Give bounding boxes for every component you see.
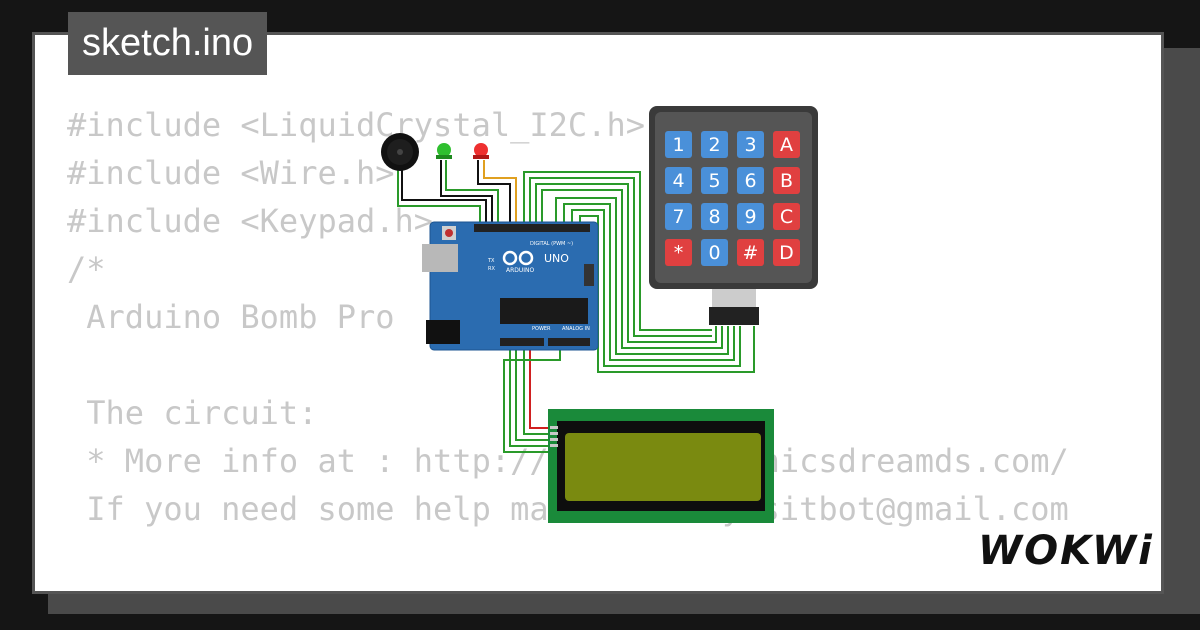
keypad-key[interactable]: * [665,239,692,266]
board-model: UNO [544,252,569,265]
keypad-key-label: 5 [708,170,720,192]
keypad-key[interactable]: 6 [737,167,764,194]
led-green[interactable] [436,143,452,159]
keypad-key-label: 3 [744,134,756,156]
analog-header [548,338,590,346]
keypad-key[interactable]: 1 [665,131,692,158]
wire-keypad-bus-2 [529,177,712,337]
wire-led-red-2 [483,160,517,225]
usb-port [422,244,458,272]
atmega-chip [500,298,588,324]
keypad-key[interactable]: 7 [665,203,692,230]
wire-lcd-1 [509,350,556,447]
keypad-key[interactable]: 9 [737,203,764,230]
code-editor: #include <LiquidCrystal_I2C.h> #include <… [67,101,1069,591]
keypad-key[interactable]: B [773,167,800,194]
keypad-key[interactable]: 0 [701,239,728,266]
wire-keypad-bus-1 [523,171,712,331]
code-line: #include <Wire.h> [67,154,395,192]
lcd-screen [565,433,761,501]
keypad-key-label: D [779,242,794,264]
wire-led-green-1 [440,160,493,225]
wire-led-red-1 [477,160,511,225]
lcd-pins [550,426,558,447]
wire-led-green-2 [445,160,499,225]
wire-keypad-bus-5 [555,197,729,355]
keypad-key[interactable]: C [773,203,800,230]
keypad-key-label: # [743,242,759,264]
keypad-key[interactable]: 8 [701,203,728,230]
power-label: POWER [532,326,551,332]
keypad-key-label: A [780,134,793,156]
keypad-key[interactable]: D [773,239,800,266]
code-line: The circuit: [67,394,318,432]
dc-jack [426,320,460,344]
keypad-key-label: * [674,242,684,264]
keypad-key[interactable]: 3 [737,131,764,158]
wires [397,160,755,453]
keypad-key-label: C [780,206,793,228]
analog-label: ANALOG IN [562,326,590,332]
keypad-key-label: 6 [744,170,756,192]
wokwi-logo: WOKWi [978,528,1154,574]
arduino-logo [502,250,534,266]
keypad[interactable]: 1 2 3 A 4 5 6 B 7 8 9 C * 0 # D [649,106,818,325]
keypad-key-label: 7 [672,206,684,228]
wire-lcd-5 [503,345,561,453]
tx-label: TX [487,258,495,264]
keypad-key-label: 9 [744,206,756,228]
digital-header [474,224,590,232]
wire-keypad-bus-3 [535,183,717,343]
wire-keypad-bus-7 [571,209,741,367]
keypad-key[interactable]: A [773,131,800,158]
wire-keypad-bus-4 [541,189,723,349]
keypad-key[interactable]: 4 [665,167,692,194]
lcd-display[interactable] [548,409,774,523]
wire-lcd-4 [529,345,556,429]
code-line: /* [67,250,106,288]
keypad-key-label: 0 [708,242,720,264]
code-line: If you need some help mail me to yesitbo… [86,490,1069,528]
keypad-key[interactable]: 5 [701,167,728,194]
buzzer[interactable] [381,133,419,171]
wire-lcd-2 [515,350,556,441]
keypad-key-label: 2 [708,134,720,156]
keypad-key-label: 4 [672,170,684,192]
wire-keypad-bus-6 [563,203,735,361]
keypad-key-label: B [780,170,793,192]
code-line: created 4 Dec 2016 [67,581,1069,591]
digital-label: DIGITAL (PWM ~) [530,241,573,247]
code-line: #include <LiquidCrystal_I2C.h> [67,106,645,144]
wire-lcd-3 [523,345,556,435]
keypad-ribbon [709,289,759,325]
wire-buzzer-2 [401,170,487,225]
code-line: Arduino Bomb Pro [67,298,395,336]
arduino-uno[interactable]: UNO ARDUINO DIGITAL (PWM ~) TX RX POWER … [422,221,599,351]
code-line: #include <Keypad.h> [67,202,434,240]
board-brand: ARDUINO [506,267,535,274]
rx-label: RX [488,266,495,272]
keypad-key-label: 1 [672,134,684,156]
keypad-keys: 1 2 3 A 4 5 6 B 7 8 9 C * 0 # D [665,131,800,266]
power-header [500,338,544,346]
keypad-key[interactable]: # [737,239,764,266]
keypad-key-label: 8 [708,206,720,228]
led-red[interactable] [473,143,489,159]
wire-buzzer-1 [397,170,481,225]
keypad-key[interactable]: 2 [701,131,728,158]
file-tab[interactable]: sketch.ino [68,12,268,75]
